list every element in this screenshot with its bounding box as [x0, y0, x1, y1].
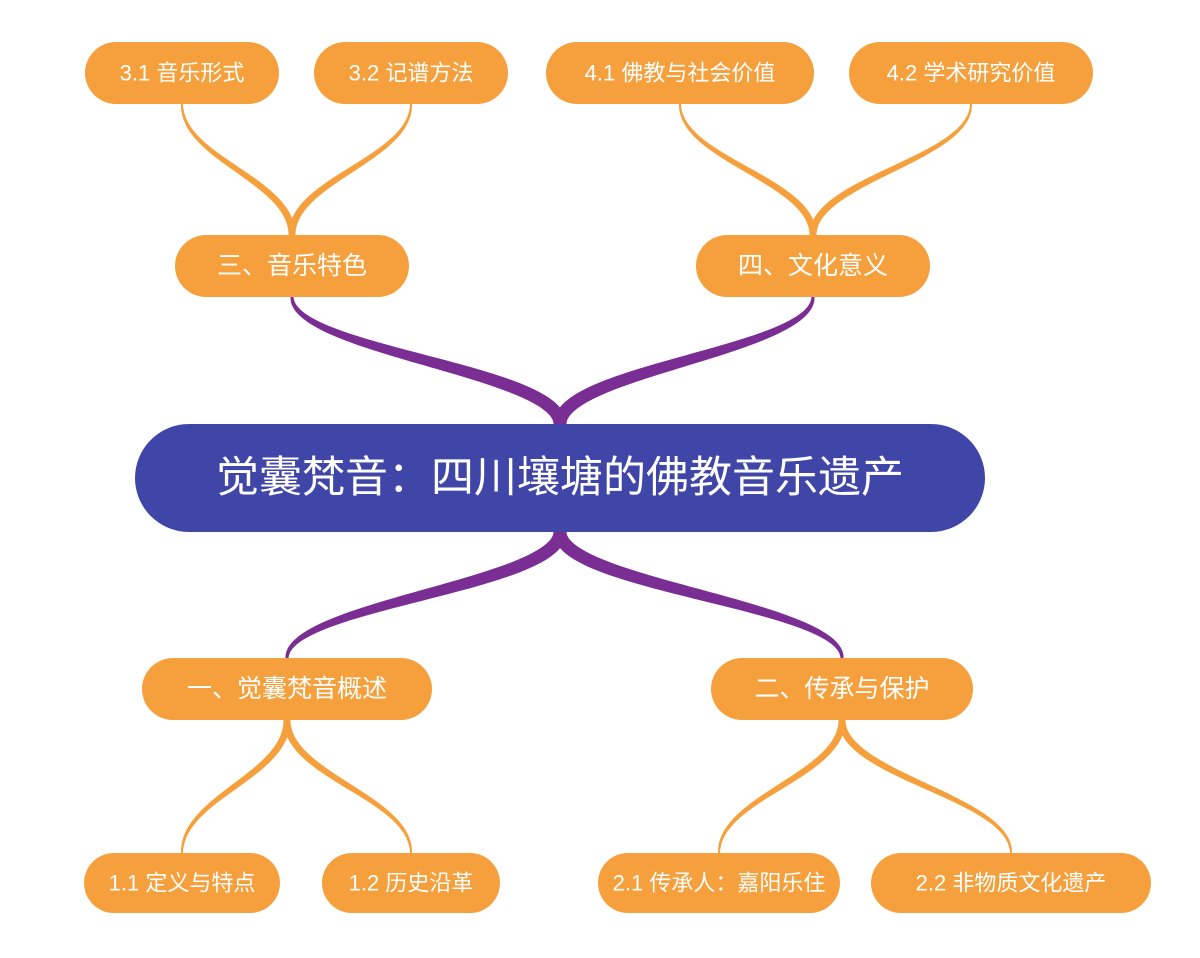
- node-shape-leaf-1-2[interactable]: [322, 853, 500, 913]
- node-shape-center[interactable]: [135, 424, 985, 532]
- connector-branch-1-to-leaf-1-2: [283, 720, 412, 853]
- node-leaf-1-1[interactable]: 1.1 定义与特点: [84, 853, 280, 913]
- node-branch-2[interactable]: 二、传承与保护: [711, 658, 973, 720]
- node-shape-branch-3[interactable]: [175, 235, 409, 297]
- node-shape-branch-4[interactable]: [696, 235, 930, 297]
- node-shape-leaf-2-2[interactable]: [871, 853, 1151, 913]
- node-shape-leaf-1-1[interactable]: [84, 853, 280, 913]
- node-shape-leaf-2-1[interactable]: [598, 853, 840, 913]
- node-leaf-2-2[interactable]: 2.2 非物质文化遗产: [871, 853, 1151, 913]
- connector-center-to-branch-1: [285, 532, 567, 658]
- connector-branch-3-to-leaf-3-1: [181, 104, 296, 235]
- node-leaf-2-1[interactable]: 2.1 传承人：嘉阳乐住: [598, 853, 840, 913]
- connector-branch-4-to-leaf-4-1: [679, 104, 817, 235]
- connector-center-to-branch-4: [553, 297, 815, 424]
- connector-branch-2-to-leaf-2-1: [718, 720, 846, 853]
- node-shape-leaf-4-1[interactable]: [546, 42, 814, 104]
- connector-branch-4-to-leaf-4-2: [809, 104, 972, 235]
- node-layer: 1.1 定义与特点 1.2 历史沿革 2.1 传承人：嘉阳乐住 2.2 非物质文化遗产…: [84, 42, 1151, 913]
- node-branch-1[interactable]: 一、觉囊梵音概述: [142, 658, 432, 720]
- node-shape-branch-2[interactable]: [711, 658, 973, 720]
- node-shape-leaf-3-1[interactable]: [85, 42, 279, 104]
- connector-branch-1-to-leaf-1-1: [181, 720, 291, 853]
- node-leaf-4-1[interactable]: 4.1 佛教与社会价值: [546, 42, 814, 104]
- node-leaf-4-2[interactable]: 4.2 学术研究价值: [849, 42, 1093, 104]
- node-branch-3[interactable]: 三、音乐特色: [175, 235, 409, 297]
- connector-center-to-branch-2: [553, 532, 844, 658]
- connector-layer: [181, 104, 1012, 853]
- node-leaf-3-2[interactable]: 3.2 记谱方法: [314, 42, 508, 104]
- connector-branch-2-to-leaf-2-2: [838, 720, 1012, 853]
- node-shape-branch-1[interactable]: [142, 658, 432, 720]
- connector-center-to-branch-3: [290, 297, 567, 424]
- node-shape-leaf-3-2[interactable]: [314, 42, 508, 104]
- node-center[interactable]: 觉囊梵音：四川壤塘的佛教音乐遗产: [135, 424, 985, 532]
- node-shape-leaf-4-2[interactable]: [849, 42, 1093, 104]
- node-leaf-3-1[interactable]: 3.1 音乐形式: [85, 42, 279, 104]
- connector-branch-3-to-leaf-3-2: [288, 104, 412, 235]
- node-branch-4[interactable]: 四、文化意义: [696, 235, 930, 297]
- node-leaf-1-2[interactable]: 1.2 历史沿革: [322, 853, 500, 913]
